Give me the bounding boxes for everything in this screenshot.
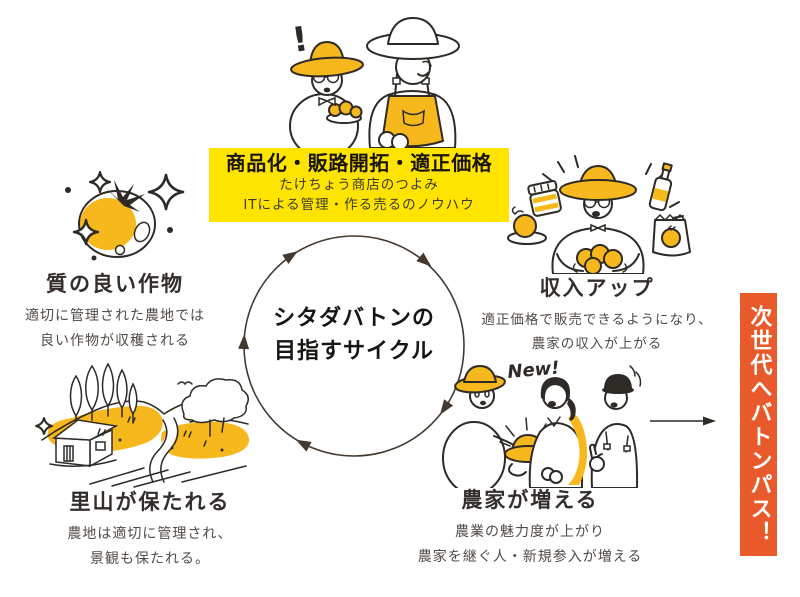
right-arrow-icon — [650, 416, 716, 426]
strength-title: 商品化・販路開拓・適正価格 — [225, 151, 493, 175]
income-line1: 適正価格で販売できるようになり、 — [481, 312, 713, 328]
cycle-title: シタダバトンの 目指すサイクル — [254, 302, 454, 368]
cycle-arrowheads — [238, 251, 454, 452]
satoyama-landscape-illustration — [35, 362, 250, 488]
new-farmers-illustration: New! — [442, 358, 642, 488]
section-satoyama: 里山が保たれる 農地は適切に管理され、 景観も保たれる。 — [38, 486, 262, 571]
strength-highlight-box: 商品化・販路開拓・適正価格 たけちょう商店のつよみ ITによる管理・作る売るのノ… — [209, 148, 509, 222]
quality-title: 質の良い作物 — [46, 272, 184, 296]
section-quality: 質の良い作物 適切に管理された農地では 良い作物が収穫される — [8, 268, 222, 353]
satoyama-line2: 景観も保たれる。 — [90, 551, 210, 568]
farmers-line1: 農業の魅力度が上がり — [455, 524, 605, 540]
strength-note: ITによる管理・作る売るのノウハウ — [243, 196, 475, 213]
sparkle-icon — [72, 218, 100, 246]
section-farmers: 農家が増える 農業の魅力度が上がり 農家を継ぐ人・新規参入が増える — [396, 484, 664, 569]
broadleaf-tree-icon — [181, 378, 249, 437]
quality-crop-illustration — [65, 170, 185, 261]
conifer-trees-icon — [69, 362, 138, 426]
strength-subtitle: たけちょう商店のつよみ — [279, 177, 439, 193]
farmers-line2: 農家を継ぐ人・新規参入が増える — [417, 549, 643, 566]
farmers-title: 農家が増える — [461, 488, 599, 512]
next-generation-banner: 次世代へバトンパス！ — [740, 293, 777, 556]
sparkle-icon — [88, 170, 112, 194]
bird-icon — [177, 381, 193, 386]
product-bag-icon — [652, 213, 691, 257]
cycle-title-line2: 目指すサイクル — [274, 339, 434, 364]
exclamation-icon: ! — [290, 19, 311, 61]
cycle-title-line1: シタダバトンの — [273, 306, 435, 331]
sparkle-icon — [35, 417, 53, 435]
satoyama-title: 里山が保たれる — [69, 490, 231, 514]
tomato-plate-icon — [507, 206, 547, 245]
quality-line1: 適切に管理された農地では — [25, 308, 205, 324]
income-title: 収入アップ — [539, 276, 655, 300]
two-farmers-illustration: ! — [289, 17, 460, 148]
jam-jar-icon — [527, 180, 562, 217]
quality-line2: 良い作物が収穫される — [40, 333, 190, 350]
section-income: 収入アップ 適正価格で販売できるようになり、 農家の収入が上がる — [466, 272, 728, 356]
cycle-circle — [238, 235, 465, 457]
income-products-illustration — [507, 155, 691, 274]
bottle-icon — [648, 162, 673, 212]
road-icon — [149, 415, 177, 485]
income-line2: 農家の収入が上がる — [531, 336, 663, 353]
satoyama-line1: 農地は適切に管理され、 — [67, 526, 233, 542]
house-icon — [49, 419, 119, 468]
sparkle-icon — [147, 173, 185, 211]
banner-text: 次世代へバトンパス！ — [746, 304, 772, 545]
